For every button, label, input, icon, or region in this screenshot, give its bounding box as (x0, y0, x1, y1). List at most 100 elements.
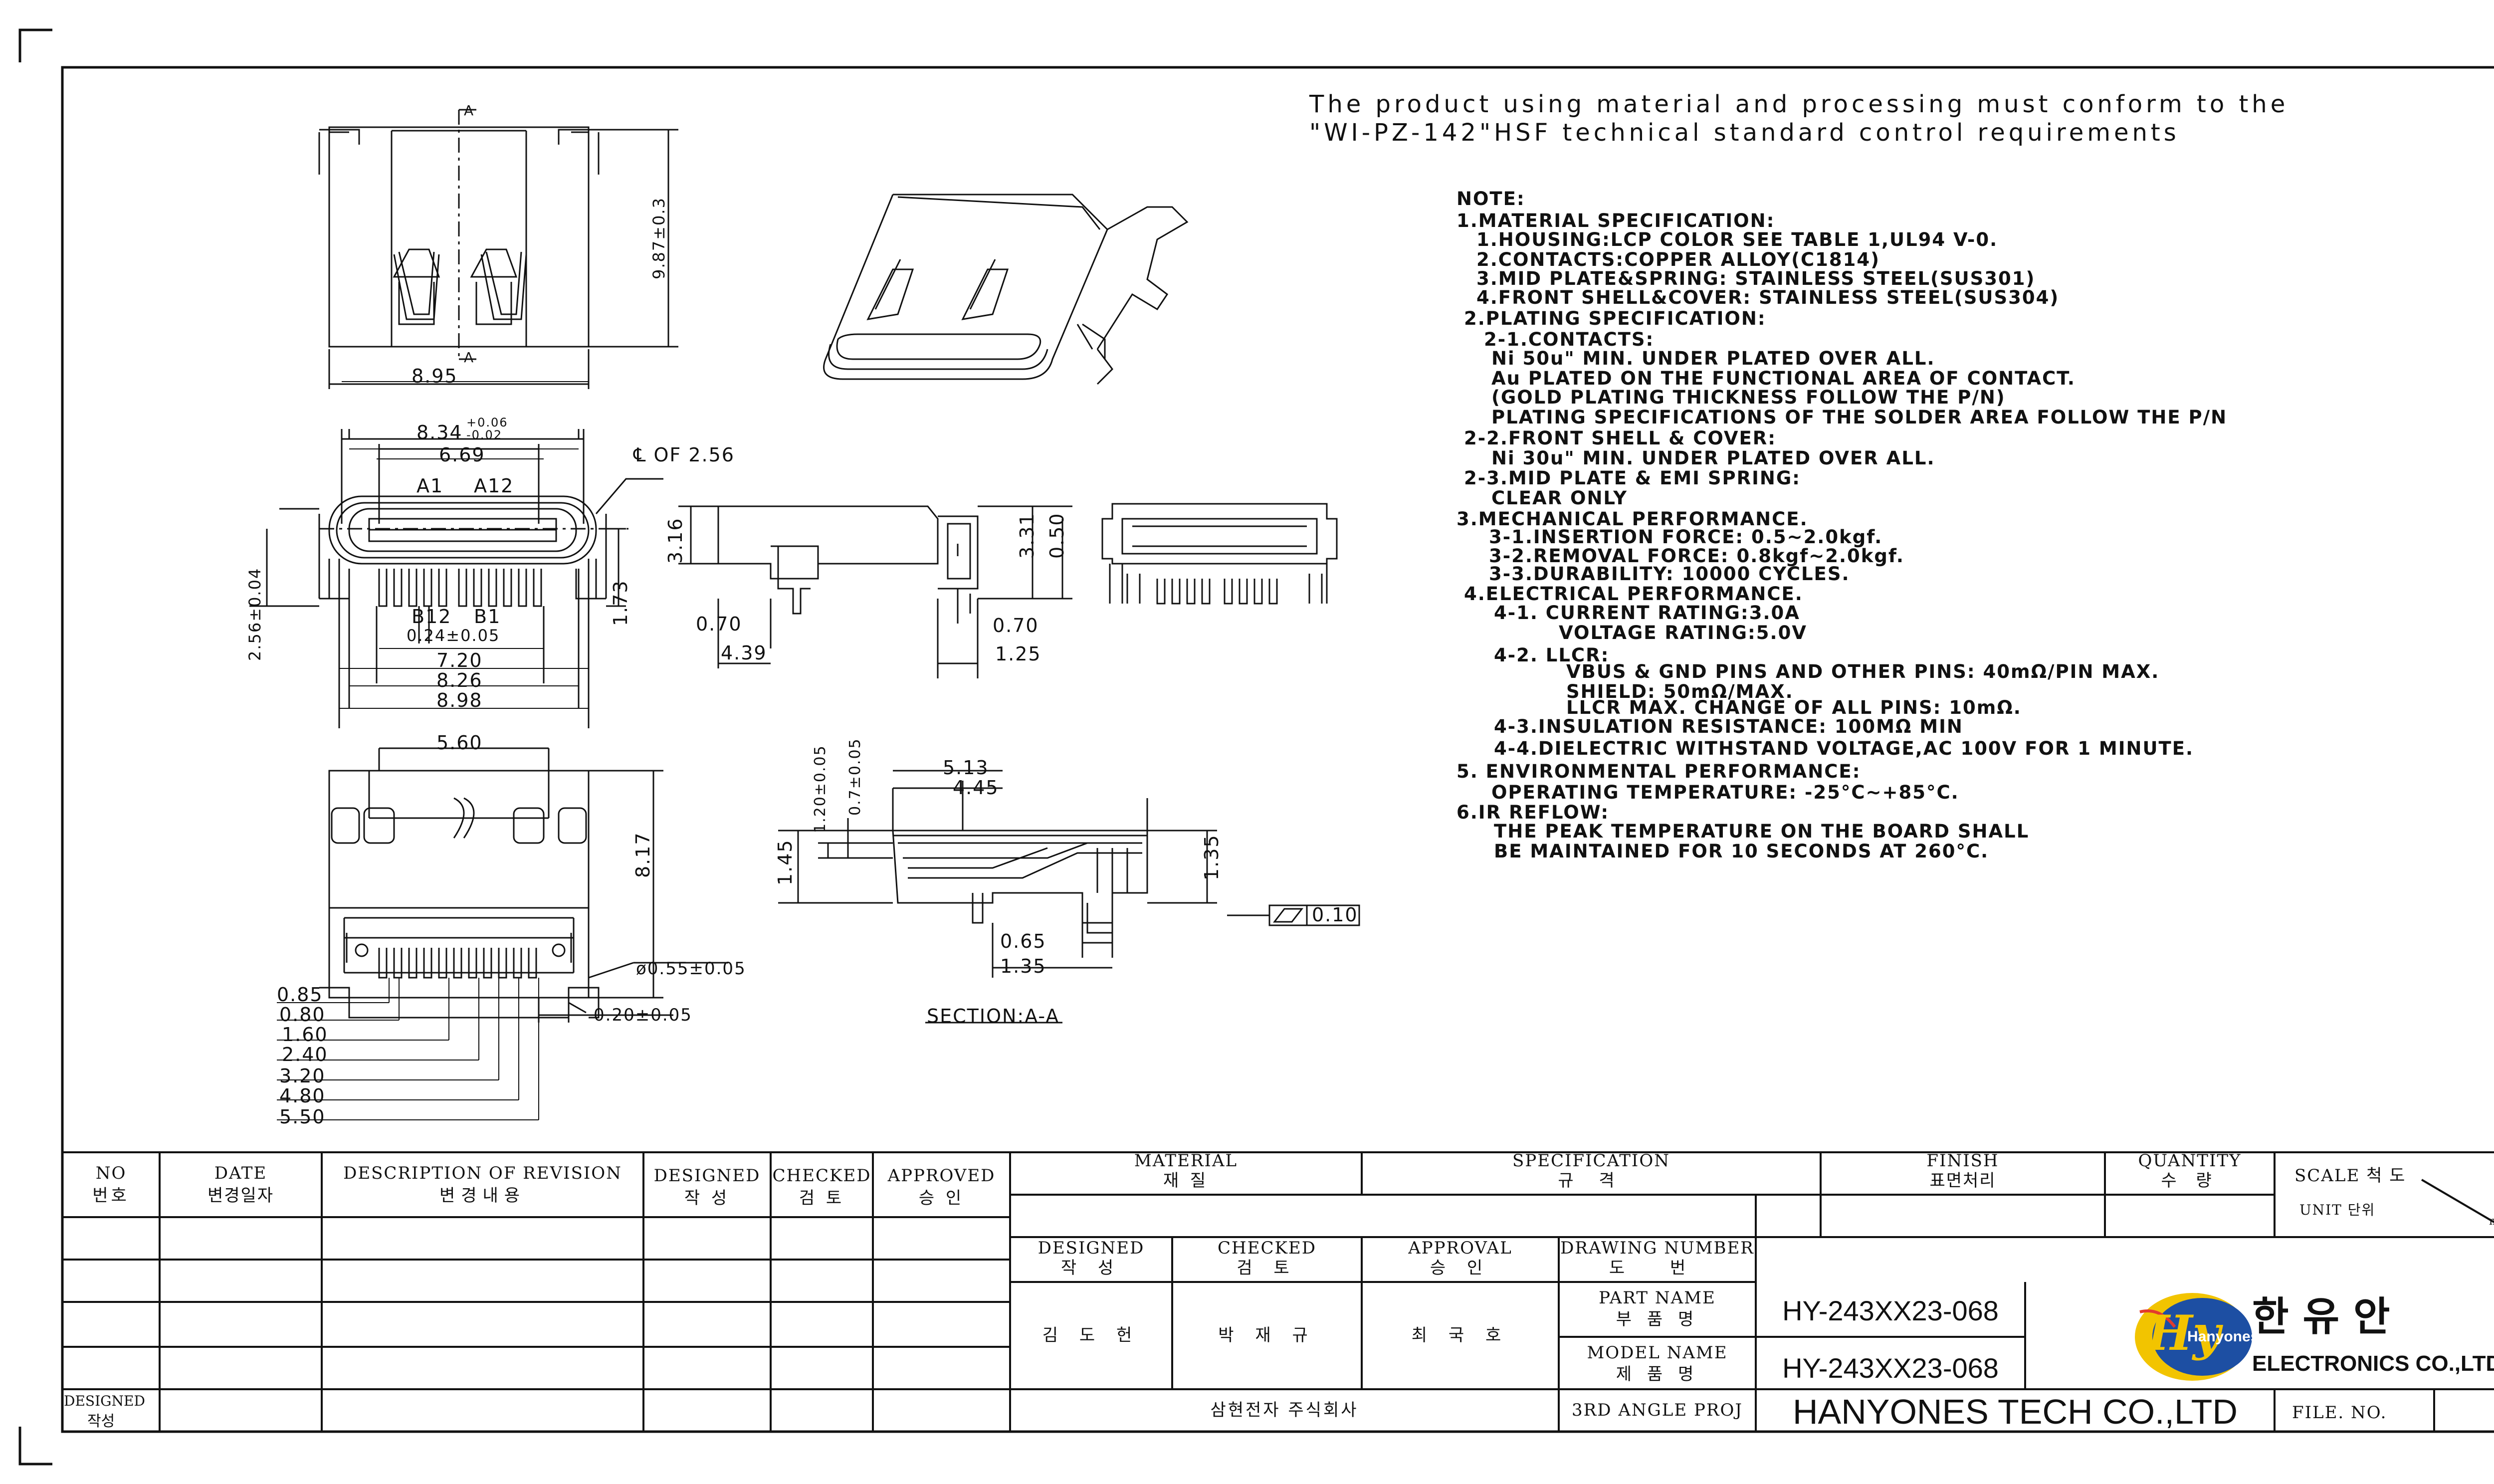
note-line: 4.FRONT SHELL&COVER: STAINLESS STEEL(SUS… (1476, 287, 2060, 308)
dim-0-55: ø0.55±0.05 (636, 959, 746, 979)
tb-designed-bottom-k: 작성 (87, 1413, 115, 1430)
dim-8-17: 8.17 (632, 832, 654, 878)
logo-subtitle: ELECTRONICS CO.,LTD (2252, 1351, 2494, 1376)
dim-4-45: 4.45 (953, 777, 999, 799)
section-label: SECTION:A-A (927, 1005, 1060, 1027)
note-line: 6.IR REFLOW: (1456, 802, 1610, 823)
note-line: 4-4.DIELECTRIC WITHSTAND VOLTAGE,AC 100V… (1494, 738, 2194, 759)
face-view-shell (328, 495, 597, 565)
note-line: 2-3.MID PLATE & EMI SPRING: (1464, 467, 1801, 489)
tb-file-no: FILE. NO. (2292, 1403, 2387, 1423)
tb-model-value: HY-243XX23-068 (1782, 1352, 1999, 1384)
tb-quantity: QUANTITY (2138, 1151, 2242, 1171)
header-line-2: "WI-PZ-142"HSF technical standard contro… (1309, 119, 2180, 147)
note-line: 3-2.REMOVAL FORCE: 0.8kgf~2.0kgf. (1489, 545, 1904, 567)
tb-model-name: MODEL NAME (1587, 1343, 1728, 1363)
corner-mark-bl (18, 1427, 52, 1466)
tb-company-name: HANYONES TECH CO.,LTD (1793, 1392, 2238, 1431)
tb-scale: SCALE 척 도 (2294, 1166, 2406, 1186)
note-line: 4-3.INSULATION RESISTANCE: 100MΩ MIN (1494, 716, 1963, 737)
flatness-value: 0.10 (1312, 904, 1358, 926)
sheet-border (61, 66, 2494, 1433)
tb-checked-k: 검 토 (799, 1188, 845, 1208)
tb-designed-bottom: DESIGNED (64, 1393, 145, 1409)
note-line: 1.HOUSING:LCP COLOR SEE TABLE 1,UL94 V-0… (1476, 229, 1998, 250)
component-views (249, 109, 1360, 1120)
dim-1-45: 1.45 (774, 839, 796, 885)
dim-8-26: 8.26 (436, 669, 483, 691)
tb-designed-k: 작 성 (684, 1188, 730, 1208)
tb-part-name-k: 부 품 명 (1616, 1309, 1699, 1329)
label-a12: A12 (474, 475, 514, 497)
dim-0-70-right: 0.70 (993, 615, 1039, 636)
note-line: VBUS & GND PINS AND OTHER PINS: 40mΩ/PIN… (1566, 661, 2160, 682)
note-line: PLATING SPECIFICATIONS OF THE SOLDER ARE… (1491, 407, 2228, 428)
note-line: 4-1. CURRENT RATING:3.0A (1494, 602, 1800, 624)
tb-no: NO (95, 1163, 127, 1183)
dim-2-56: 2.56±0.04 (245, 567, 264, 661)
dim-5-60: 5.60 (436, 732, 483, 754)
note-line: 3-1.INSERTION FORCE: 0.5~2.0kgf. (1489, 526, 1883, 548)
tb-drawing-number-k: 도 번 (1609, 1258, 1706, 1278)
logo-hy: Hy (2147, 1305, 2221, 1361)
dim-9-87: 9.87±0.3 (649, 197, 668, 279)
note-line: 3.MID PLATE&SPRING: STAINLESS STEEL(SUS3… (1476, 268, 2036, 289)
footprint-outline (328, 770, 590, 999)
dim-0-24: 0.24±0.05 (407, 626, 500, 645)
dim-0-50: 0.50 (1046, 512, 1068, 559)
note-line: 3.MECHANICAL PERFORMANCE. (1456, 508, 1808, 530)
dim-3-31: 3.31 (1016, 512, 1038, 559)
tb-d-checked: CHECKED (1218, 1238, 1316, 1258)
note-line: 3-3.DURABILITY: 10000 CYCLES. (1489, 563, 1850, 585)
tb-date-k: 변경일자 (207, 1186, 274, 1206)
dim-pitch: 0.85 (277, 984, 323, 1006)
note-line: VOLTAGE RATING:5.0V (1559, 622, 1807, 643)
tb-part-value: HY-243XX23-068 (1782, 1295, 1999, 1326)
dim-pitch: 1.60 (282, 1024, 328, 1046)
tb-d-designed-k: 작 성 (1060, 1258, 1122, 1278)
tb-spec-k: 규 격 (1558, 1171, 1625, 1191)
tb-unit: UNIT 단위 (2299, 1202, 2376, 1218)
dim-4-39: 4.39 (721, 642, 767, 664)
note-line: Ni 30u" MIN. UNDER PLATED OVER ALL. (1491, 447, 1935, 469)
note-line: 2-1.CONTACTS: (1484, 329, 1655, 350)
dim-8-95: 8.95 (412, 365, 458, 387)
dim-6-69: 6.69 (439, 444, 485, 466)
tb-company-korean: 삼현전자 주식회사 (1210, 1400, 1359, 1420)
tb-designed: DESIGNED (653, 1166, 761, 1186)
dim-pitch: 2.40 (282, 1044, 328, 1065)
tb-d-designed: DESIGNED (1038, 1238, 1145, 1258)
dim-0-20: 0.20±0.05 (594, 1005, 692, 1025)
dim-5-13: 5.13 (943, 757, 989, 779)
isometric-view (823, 194, 1189, 385)
tb-finish: FINISH (1926, 1151, 1999, 1171)
note-line: 2.PLATING SPECIFICATION: (1464, 308, 1766, 329)
note-line: BE MAINTAINED FOR 10 SECONDS AT 260°C. (1494, 841, 1989, 862)
dim-8-98: 8.98 (436, 689, 483, 711)
note-line: LLCR MAX. CHANGE OF ALL PINS: 10mΩ. (1566, 697, 2022, 718)
note-line: THE PEAK TEMPERATURE ON THE BOARD SHALL (1494, 821, 2030, 842)
dim-1-35: 1.35 (1000, 955, 1046, 977)
tb-d-approval: APPROVAL (1408, 1238, 1512, 1258)
tb-approved-k: 승 인 (918, 1188, 965, 1208)
dim-0-7: 0.7±0.05 (846, 738, 864, 816)
label-b1: B1 (474, 606, 501, 628)
note-line: Ni 50u" MIN. UNDER PLATED OVER ALL. (1491, 348, 1935, 369)
dim-0-70-left: 0.70 (696, 613, 742, 635)
dim-1-73: 1.73 (610, 580, 631, 626)
note-line: 1.MATERIAL SPECIFICATION: (1456, 210, 1775, 231)
tb-approved: APPROVED (887, 1166, 996, 1186)
note-line: 4-2. LLCR: (1494, 644, 1610, 666)
tb-part-name: PART NAME (1599, 1288, 1716, 1308)
note-line: SHIELD: 50mΩ/MAX. (1566, 681, 1794, 702)
corner-mark-tl (18, 28, 52, 62)
dim-pitch: 5.50 (279, 1106, 326, 1128)
tb-model-name-k: 제 품 명 (1616, 1364, 1699, 1384)
dim-pitch: 0.80 (279, 1004, 326, 1026)
tb-projection: 3RD ANGLE PROJ (1572, 1400, 1743, 1420)
note-line: CLEAR ONLY (1491, 487, 1628, 509)
notes-title: NOTE: (1456, 188, 1525, 210)
dim-8-34-tol-up: +0.06 (466, 416, 508, 429)
tb-desc: DESCRIPTION OF REVISION (343, 1163, 622, 1183)
tb-approver-name: 최 국 호 (1411, 1325, 1509, 1345)
